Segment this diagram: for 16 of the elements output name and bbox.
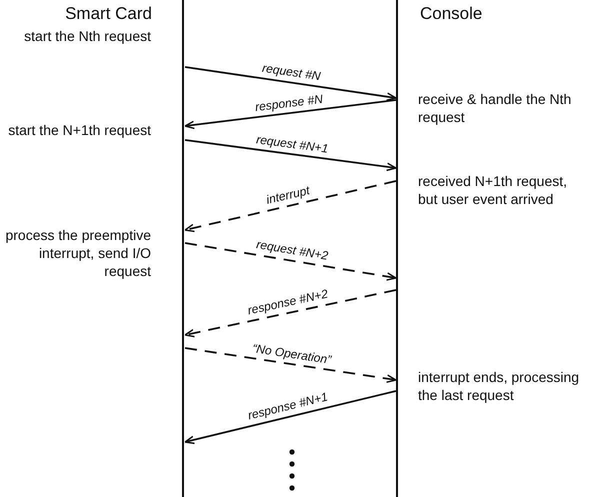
step-note: received N+1th request, but user event arrived bbox=[418, 172, 568, 208]
dashed-arrow bbox=[184, 347, 397, 383]
arrow bbox=[184, 390, 396, 444]
arrow bbox=[184, 99, 396, 130]
lifeline-title: Smart Card bbox=[65, 4, 152, 24]
step-note: start the Nth request bbox=[23, 27, 151, 45]
step-note: interrupt ends, processing the last request bbox=[418, 368, 580, 404]
step-note: start the N+1th request bbox=[7, 121, 151, 139]
arrow bbox=[184, 66, 397, 101]
dashed-arrow bbox=[184, 180, 396, 232]
dashed-arrow bbox=[184, 289, 396, 338]
lifeline-title: Console bbox=[420, 4, 482, 24]
step-note: receive & handle the Nth request bbox=[418, 90, 572, 126]
arrow bbox=[184, 139, 397, 172]
dashed-arrow bbox=[184, 242, 397, 281]
step-note: process the preemptive interrupt, send I/O request bbox=[5, 226, 151, 280]
